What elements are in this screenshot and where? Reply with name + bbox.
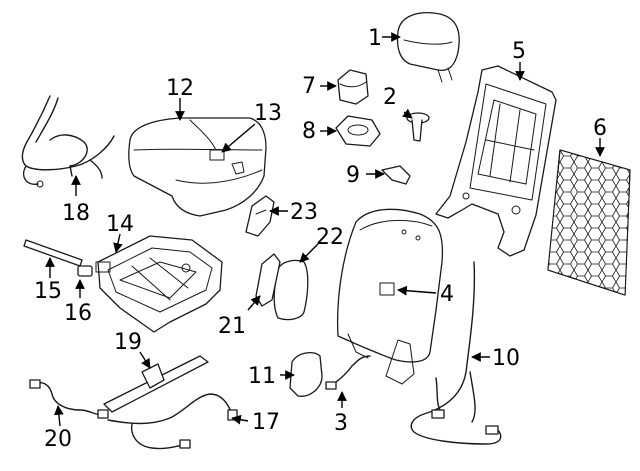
part-seat-rail	[103, 355, 209, 413]
callout-12: 12	[166, 76, 194, 101]
callout-13: 13	[254, 101, 282, 126]
part-seatback-frame	[435, 65, 557, 257]
part-small-bracket	[381, 165, 411, 185]
callout-15: 15	[34, 279, 62, 304]
part-guide-cap	[337, 69, 369, 105]
callout-5: 5	[512, 39, 526, 64]
callout-10: 10	[492, 346, 520, 371]
callout-14: 14	[106, 212, 134, 237]
callout-3: 3	[334, 411, 348, 436]
callout-21: 21	[218, 314, 246, 339]
callout-6: 6	[593, 116, 607, 141]
callout-2: 2	[383, 85, 397, 110]
callout-labels: 1 2 3 4 5 6 7 8 9 10 11 12 13 14 15 16 1…	[34, 26, 607, 452]
part-cover-piece	[245, 195, 275, 237]
part-hinge-cover	[289, 351, 323, 397]
callout-20: 20	[44, 427, 72, 452]
callout-18: 18	[62, 201, 90, 226]
part-wire-harness	[21, 95, 115, 188]
part-guide-holder	[335, 115, 381, 147]
callout-23: 23	[290, 200, 318, 225]
part-headrest	[396, 12, 460, 83]
part-back-pad	[547, 149, 631, 296]
callout-17: 17	[252, 410, 280, 435]
part-side-cover	[273, 259, 309, 321]
callout-7: 7	[302, 74, 316, 99]
callout-9: 9	[346, 163, 360, 188]
callout-22: 22	[316, 225, 344, 250]
part-rod	[23, 239, 83, 267]
part-harness-20	[29, 379, 109, 419]
part-release-cable	[410, 261, 502, 445]
leader-lines	[45, 32, 605, 427]
part-seat-cushion	[128, 117, 267, 217]
callout-11: 11	[248, 364, 276, 389]
part-cable-end	[325, 355, 371, 390]
callout-8: 8	[302, 119, 316, 144]
part-clip	[77, 265, 93, 277]
callout-16: 16	[64, 301, 92, 326]
part-cushion-frame	[95, 235, 223, 333]
callout-4: 4	[440, 282, 454, 307]
callout-1: 1	[368, 26, 382, 51]
part-seatback-assembly	[337, 208, 444, 385]
callout-19: 19	[114, 330, 142, 355]
